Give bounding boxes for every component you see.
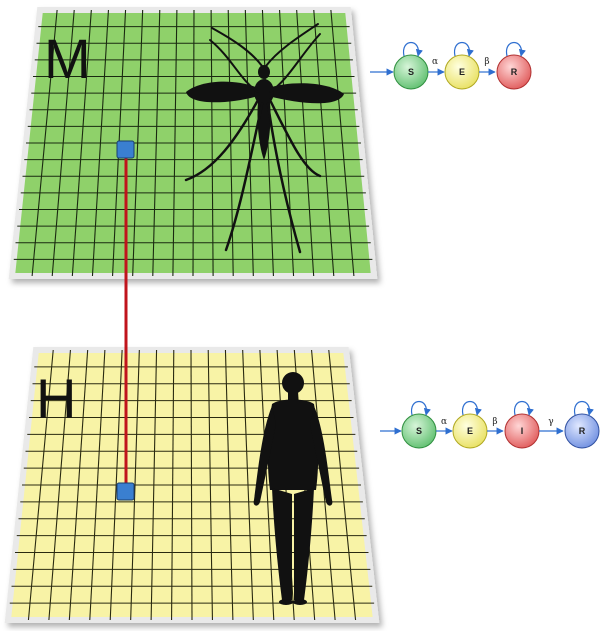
human-rate-gamma: γ xyxy=(548,417,553,427)
human-self-loop-e xyxy=(463,402,478,416)
mosquito-self-loop-r xyxy=(507,43,522,57)
mosquito-compartment-model: S α E β R xyxy=(370,43,531,90)
human-rate-alpha: α xyxy=(441,417,447,427)
mosquito-rate-beta: β xyxy=(484,57,489,67)
human-self-loop-i xyxy=(515,402,530,416)
human-layer-letter: H xyxy=(36,367,76,430)
human-compartment-model: S α E β I γ R xyxy=(380,402,599,449)
human-self-loop-s xyxy=(412,402,427,416)
mosquito-layer-letter: M xyxy=(44,27,91,90)
mosquito-node-e-label: E xyxy=(459,67,465,77)
mosquito-self-loop-e xyxy=(455,43,470,57)
mosquito-layer: M xyxy=(12,10,374,276)
mosquito-node-r-label: R xyxy=(511,67,518,77)
human-node[interactable] xyxy=(117,483,134,500)
human-rate-beta: β xyxy=(492,417,497,427)
mosquito-rate-alpha: α xyxy=(432,57,438,67)
mosquito-self-loop-s xyxy=(404,43,419,57)
mosquito-node-s-label: S xyxy=(408,67,414,77)
human-self-loop-r xyxy=(575,402,590,416)
human-node-s-label: S xyxy=(416,426,422,436)
human-node-e-label: E xyxy=(467,426,473,436)
human-node-r-label: R xyxy=(579,426,586,436)
mosquito-node[interactable] xyxy=(117,141,134,158)
human-layer: H xyxy=(8,350,376,620)
human-node-i-label: I xyxy=(521,426,524,436)
